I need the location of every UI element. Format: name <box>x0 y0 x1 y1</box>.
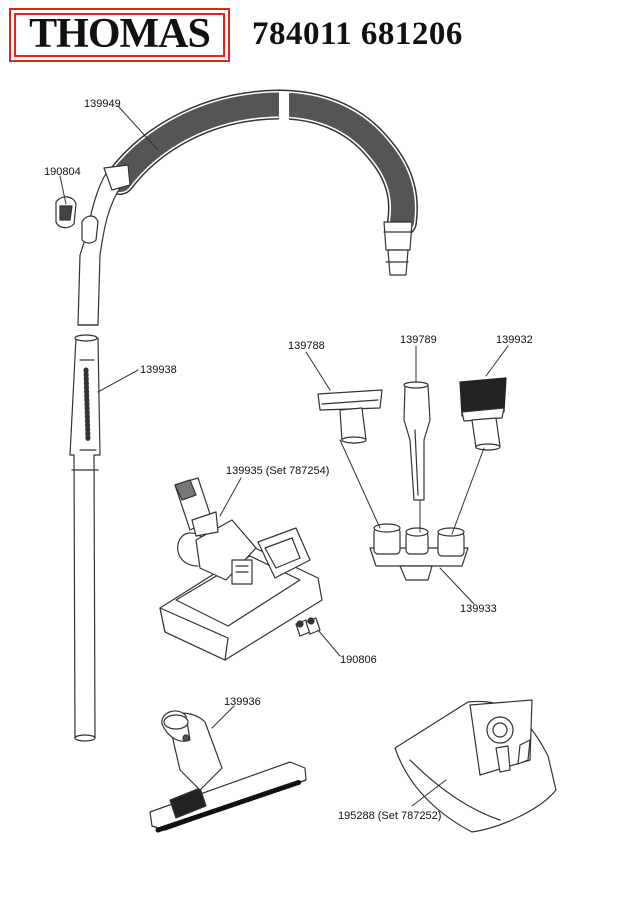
logo-text: THOMAS <box>29 11 211 57</box>
logo-frame <box>14 13 225 57</box>
part-label-dust-bag: 195288 (Set 787252) <box>338 810 442 822</box>
part-label-parquet-nozzle: 139936 <box>224 696 261 708</box>
part-label-floor-nozzle: 139935 (Set 787254) <box>226 465 330 477</box>
part-label-crevice-nozzle: 139789 <box>400 334 437 346</box>
part-label-nozzle-holder: 139933 <box>460 603 497 615</box>
part-label-tube: 139938 <box>140 364 177 376</box>
part-label-upholstery-nozzle: 139788 <box>288 340 325 352</box>
tube-drawing <box>69 334 101 742</box>
brush-nozzle-drawing <box>459 377 507 451</box>
wheels-drawing <box>295 617 321 637</box>
part-label-hose: 139949 <box>84 98 121 110</box>
leader-lines <box>59 105 509 807</box>
part-label-brush-nozzle: 139932 <box>496 334 533 346</box>
hose-drawing <box>77 89 418 326</box>
floor-nozzle-drawing <box>159 477 323 661</box>
thomas-logo: THOMAS <box>9 8 230 62</box>
dust-bag-drawing <box>394 699 557 833</box>
upholstery-nozzle-drawing <box>317 389 383 444</box>
part-label-wheels: 190806 <box>340 654 377 666</box>
part-label-clip: 190804 <box>44 166 81 178</box>
crevice-nozzle-drawing <box>403 381 431 501</box>
nozzle-holder-drawing <box>369 523 469 581</box>
parquet-nozzle-drawing <box>149 710 307 833</box>
model-numbers: 784011 681206 <box>252 16 463 52</box>
clip-drawing <box>55 196 77 229</box>
